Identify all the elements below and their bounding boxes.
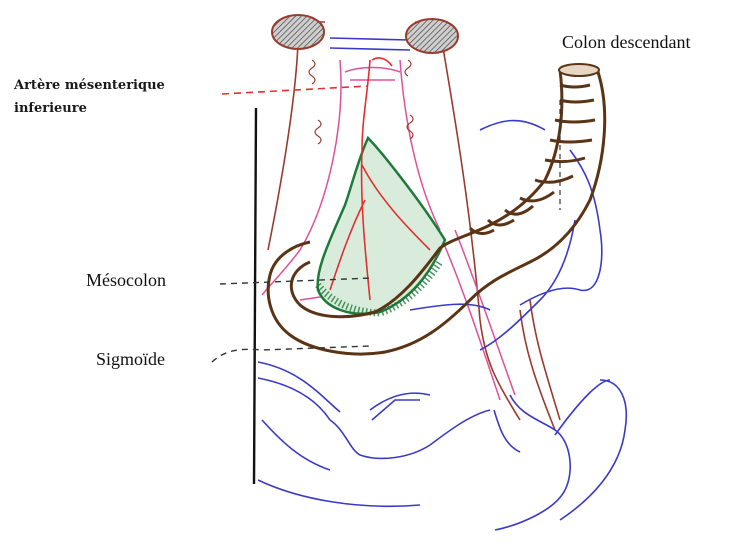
label-mesocolon: Mésocolon (86, 270, 166, 290)
vertical-axis-line (254, 108, 256, 484)
label-sigmoid: Sigmoïde (96, 349, 165, 369)
mesocolon-shape (318, 138, 445, 314)
label-artery-line2: inferieure (14, 101, 87, 116)
pelvis-outline (258, 150, 626, 530)
vessel-coils (309, 60, 413, 144)
left-hatched-section (272, 15, 324, 49)
label-artery-line1: Artère mésenterique (13, 78, 165, 93)
right-hatched-section (406, 19, 458, 53)
label-colon-descendant: Colon descendant (562, 32, 690, 52)
